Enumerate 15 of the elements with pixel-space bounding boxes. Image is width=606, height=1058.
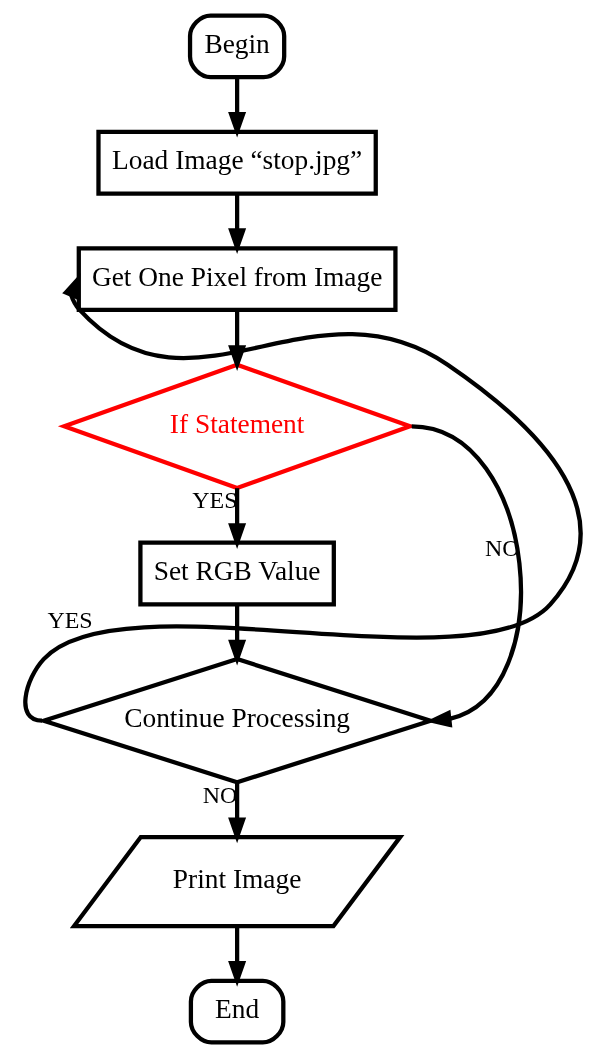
arrow — [228, 77, 247, 138]
node-box: Begin — [187, 13, 287, 80]
node-box: Get One Pixel from Image — [76, 246, 398, 313]
arrow — [228, 488, 247, 549]
edge-label: NO — [202, 781, 238, 808]
node-box: Set RGB Value — [138, 540, 336, 607]
edge-label: YES — [192, 487, 238, 514]
arrow — [228, 926, 247, 987]
edge-label: YES — [47, 606, 93, 633]
arrow — [411, 424, 523, 728]
node-box: End — [188, 978, 286, 1045]
arrow — [228, 782, 247, 844]
arrow — [228, 605, 247, 666]
node-box: Load Image “stop.jpg” — [96, 129, 378, 196]
arrow — [228, 194, 247, 254]
